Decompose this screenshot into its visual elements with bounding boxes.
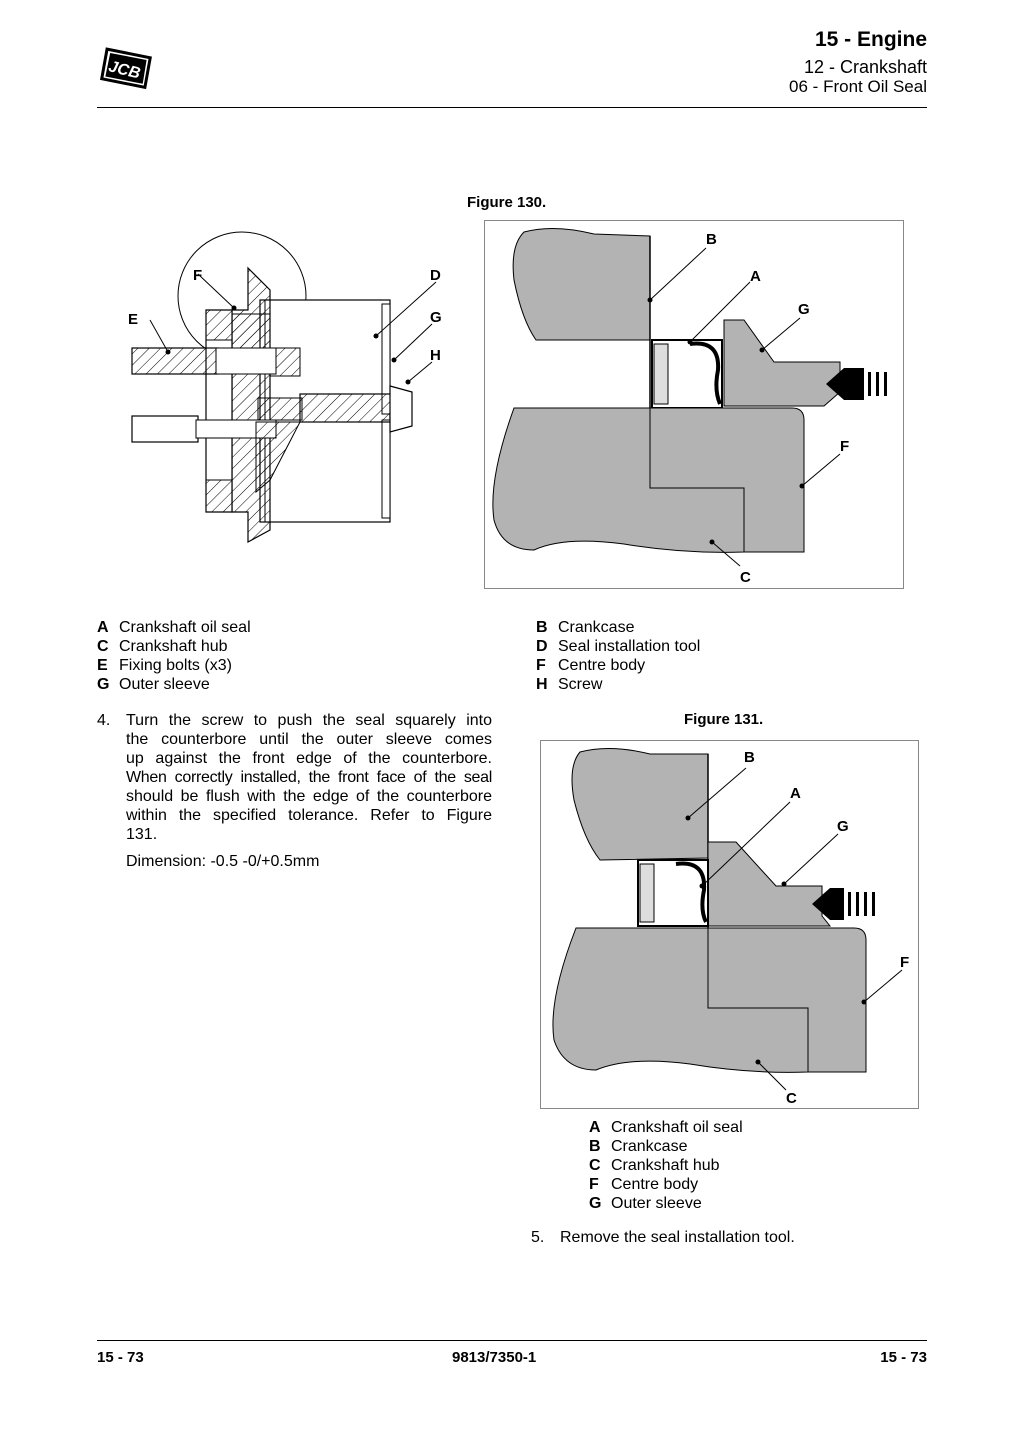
figure-131-caption: Figure 131. (684, 711, 764, 728)
legend-key: C (97, 638, 109, 655)
step-text-line: When correctly installed, the front face… (126, 769, 492, 786)
legend-item: E Fixing bolts (x3) (97, 656, 251, 675)
legend-key: A (97, 619, 109, 636)
legend-item: H Screw (536, 675, 700, 694)
fig130-label-d: D (430, 267, 441, 284)
header-rule (97, 107, 927, 108)
fig130-label-h: H (430, 347, 441, 364)
legend-text: Crankcase (611, 1138, 688, 1155)
fig130-detail-label-g: G (798, 301, 810, 318)
footer-rule (97, 1340, 927, 1341)
legend-item: C Crankshaft hub (97, 637, 251, 656)
legend-key: G (97, 676, 110, 693)
legend-item: F Centre body (589, 1175, 743, 1194)
legend-text: Seal installation tool (558, 638, 701, 655)
legend-key: A (589, 1119, 601, 1136)
legend-text: Crankshaft oil seal (611, 1119, 743, 1136)
figure-130-caption: Figure 130. (467, 194, 547, 211)
jcb-logo: JCB (97, 44, 153, 92)
legend-item: D Seal installation tool (536, 637, 700, 656)
legend-item: A Crankshaft oil seal (589, 1118, 743, 1137)
fig131-label-c: C (786, 1090, 797, 1107)
legend-text: Crankcase (558, 619, 635, 636)
step-text-line: 131. (126, 826, 158, 843)
legend-text: Crankshaft oil seal (119, 619, 251, 636)
fig130-detail-label-c: C (740, 569, 751, 586)
fig130-label-f: F (193, 267, 202, 284)
legend-item: B Crankcase (589, 1137, 743, 1156)
subsection-title: 06 - Front Oil Seal (789, 77, 927, 96)
step-4-number: 4. (97, 712, 111, 729)
step-4: 4. Turn the screw to push the seal squar… (97, 711, 493, 881)
legend-text: Screw (558, 676, 603, 693)
fig131-label-a: A (790, 785, 801, 802)
fig130-detail-label-b: B (706, 231, 717, 248)
legend-key: C (589, 1157, 601, 1174)
step-4-text: Turn the screw to push the seal squarely… (126, 711, 492, 871)
section-title: 12 - Crankshaft (803, 57, 927, 77)
figure-130-legend-left: A Crankshaft oil seal C Crankshaft hub E Fi… (97, 618, 251, 694)
legend-text: Outer sleeve (611, 1195, 702, 1212)
figure-131-legend: A Crankshaft oil seal B Crankcase C Cranksh… (589, 1118, 743, 1213)
figure-130-seal-detail: B A G F C (484, 220, 904, 589)
legend-key: B (589, 1138, 601, 1155)
legend-item: G Outer sleeve (97, 675, 251, 694)
legend-text: Centre body (611, 1176, 699, 1193)
legend-text: Centre body (558, 657, 646, 674)
legend-key: F (536, 657, 546, 674)
fig130-detail-label-a: A (750, 268, 761, 285)
step-text-line: within the specified tolerance. Refer to… (126, 807, 492, 824)
fig130-label-e: E (128, 311, 138, 328)
step-text-line: the counterbore until the outer sleeve c… (126, 731, 492, 748)
step-5: 5. Remove the seal installation tool. (531, 1228, 911, 1250)
legend-key: F (589, 1176, 599, 1193)
legend-item: B Crankcase (536, 618, 700, 637)
figure-131-seal-installed: B A G F C (540, 740, 919, 1109)
footer-document-number: 9813/7350-1 (452, 1349, 537, 1366)
figure-130-tool-drawing: F D E G H (120, 230, 450, 550)
step-5-number: 5. (531, 1229, 545, 1246)
legend-key: D (536, 638, 548, 655)
footer-page-right: 15 - 73 (880, 1349, 927, 1366)
fig131-label-f: F (900, 954, 909, 971)
legend-key: B (536, 619, 548, 636)
step-5-text: Remove the seal installation tool. (560, 1229, 795, 1246)
legend-text: Fixing bolts (x3) (119, 657, 232, 674)
legend-text: Outer sleeve (119, 676, 210, 693)
step-text-line: should be flush with the edge of the cou… (126, 788, 492, 805)
legend-item: C Crankshaft hub (589, 1156, 743, 1175)
footer-page-left: 15 - 73 (97, 1349, 144, 1366)
fig131-label-b: B (744, 749, 755, 766)
step-text-line: up against the front edge of the counter… (126, 750, 492, 767)
legend-text: Crankshaft hub (119, 638, 228, 655)
legend-item: G Outer sleeve (589, 1194, 743, 1213)
figure-130-legend-right: B Crankcase D Seal installation tool F Cent… (536, 618, 700, 694)
fig130-detail-label-f: F (840, 438, 849, 455)
legend-key: G (589, 1195, 602, 1212)
fig131-label-g: G (837, 818, 849, 835)
fig130-label-g: G (430, 309, 442, 326)
chapter-title: 15 - Engine (814, 28, 927, 51)
legend-text: Crankshaft hub (611, 1157, 720, 1174)
legend-item: F Centre body (536, 656, 700, 675)
legend-key: H (536, 676, 548, 693)
legend-key: E (97, 657, 108, 674)
step-4-dimension: Dimension: -0.5 -0/+0.5mm (126, 853, 320, 870)
step-text-line: Turn the screw to push the seal squarely… (126, 712, 492, 729)
legend-item: A Crankshaft oil seal (97, 618, 251, 637)
